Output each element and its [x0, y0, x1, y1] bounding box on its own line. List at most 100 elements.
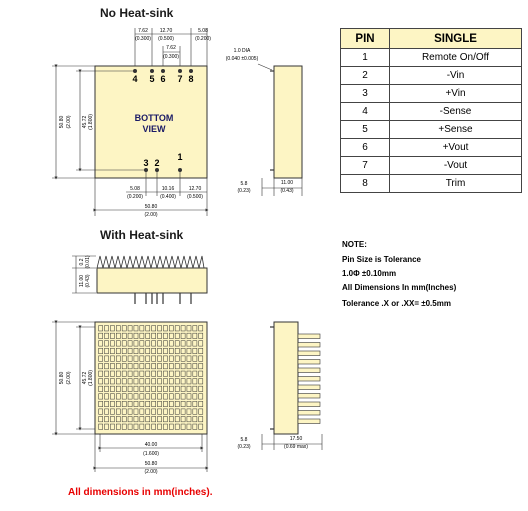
bottom-view-label: BOTTOM	[135, 113, 174, 123]
heatsink-fin	[145, 348, 151, 354]
heatsink-fin	[169, 363, 174, 370]
heatsink-fin	[163, 423, 168, 430]
heatsink-fin	[127, 370, 133, 377]
dim-label: 45.72	[82, 116, 88, 129]
heatsink-fin	[174, 355, 180, 362]
heatsink-fin	[110, 355, 115, 362]
heatsink-fin	[121, 385, 127, 392]
heatsink-fin	[198, 332, 204, 339]
heatsink-fin	[174, 401, 180, 407]
heatsink-fin	[180, 325, 186, 332]
heatsink-fin	[98, 378, 103, 385]
heatsink-fin	[116, 378, 121, 385]
heatsink-fin	[133, 363, 139, 370]
heatsink-fin	[180, 416, 186, 423]
heatsink-fin	[139, 340, 145, 347]
heatsink-fin	[139, 370, 145, 377]
heatsink-fin	[127, 348, 133, 354]
table-row: 3+Vin	[340, 84, 522, 103]
heatsink-fin	[157, 416, 162, 423]
heatsink-fin	[127, 332, 133, 339]
heatsink-fin	[104, 393, 109, 400]
heatsink-fin	[98, 355, 103, 362]
heatsink-fin	[169, 416, 174, 423]
heatsink-fin	[127, 401, 133, 407]
heatsink-fin	[133, 325, 139, 332]
no-heatsink-title: No Heat-sink	[100, 6, 174, 20]
heatsink-fin	[133, 385, 139, 392]
heatsink-fin	[157, 363, 162, 370]
heatsink-fin	[121, 408, 127, 415]
heatsink-fin	[104, 340, 109, 347]
heatsink-fin	[121, 423, 127, 430]
table-row: 4-Sense	[340, 102, 522, 121]
heatsink-fin	[180, 401, 186, 407]
heatsink-fin	[180, 408, 186, 415]
heatsink-fin	[133, 370, 139, 377]
heatsink-fin	[169, 325, 174, 332]
dim-label: 1.0 DIA	[234, 48, 251, 54]
heatsink-fin	[145, 355, 151, 362]
heatsink-fin	[110, 332, 115, 339]
dim-label: (0.300)	[163, 54, 179, 60]
dim-label: (0.43)	[280, 188, 293, 194]
heatsink-fin	[145, 401, 151, 407]
heatsink-profile	[96, 267, 208, 294]
heatsink-fin	[174, 423, 180, 430]
heatsink-fin	[116, 340, 121, 347]
heatsink-fin	[186, 408, 192, 415]
heatsink-fin	[157, 385, 162, 392]
heatsink-fin	[186, 423, 192, 430]
heatsink-fin	[157, 325, 162, 332]
heatsink-fin	[169, 393, 174, 400]
pin-label: 5	[149, 74, 154, 84]
heatsink-fin	[127, 378, 133, 385]
heatsink-fin	[169, 423, 174, 430]
heatsink-fin	[98, 416, 103, 423]
heatsink-fin	[104, 416, 109, 423]
heatsink-fin	[98, 325, 103, 332]
header-single: SINGLE	[389, 28, 522, 49]
heatsink-fin	[163, 355, 168, 362]
heatsink-fin	[104, 385, 109, 392]
heatsink-fin	[139, 423, 145, 430]
heatsink-fin	[198, 385, 204, 392]
pin-label: 7	[177, 74, 182, 84]
dim-label: (0.23)	[237, 444, 250, 450]
heatsink-fin	[186, 348, 192, 354]
heatsink-fin	[198, 416, 204, 423]
heatsink-fin	[151, 355, 156, 362]
footer-note: All dimensions in mm(inches).	[68, 487, 213, 498]
heatsink-fin	[127, 423, 133, 430]
heatsink-fin	[186, 325, 192, 332]
heatsink-fin	[104, 332, 109, 339]
heatsink-fin	[151, 393, 156, 400]
dim-label: 17.50	[290, 436, 303, 442]
heatsink-fin	[121, 325, 127, 332]
heatsink-fin	[104, 423, 109, 430]
heatsink-fin	[163, 408, 168, 415]
heatsink-fin	[127, 363, 133, 370]
heatsink-fin	[198, 340, 204, 347]
heatsink-fin	[145, 378, 151, 385]
heatsink-fin	[127, 355, 133, 362]
heatsink-fin	[145, 393, 151, 400]
dim-label: 10.16	[162, 186, 175, 192]
dim-label: 5.8	[241, 181, 248, 187]
heatsink-fin	[180, 348, 186, 354]
heatsink-fin	[116, 401, 121, 407]
pin-number: 7	[340, 156, 390, 175]
heatsink-fin	[169, 340, 174, 347]
heatsink-fin	[169, 401, 174, 407]
pin-label: 6	[160, 74, 165, 84]
heatsink-fin	[104, 401, 109, 407]
heatsink-fin	[157, 393, 162, 400]
heatsink-fin	[127, 416, 133, 423]
heatsink-fin	[186, 340, 192, 347]
heatsink-fin	[192, 385, 198, 392]
heatsink-fin	[121, 348, 127, 354]
heatsink-fin	[163, 332, 168, 339]
heatsink-fin	[104, 408, 109, 415]
heatsink-fin	[169, 385, 174, 392]
heatsink-fin	[174, 385, 180, 392]
